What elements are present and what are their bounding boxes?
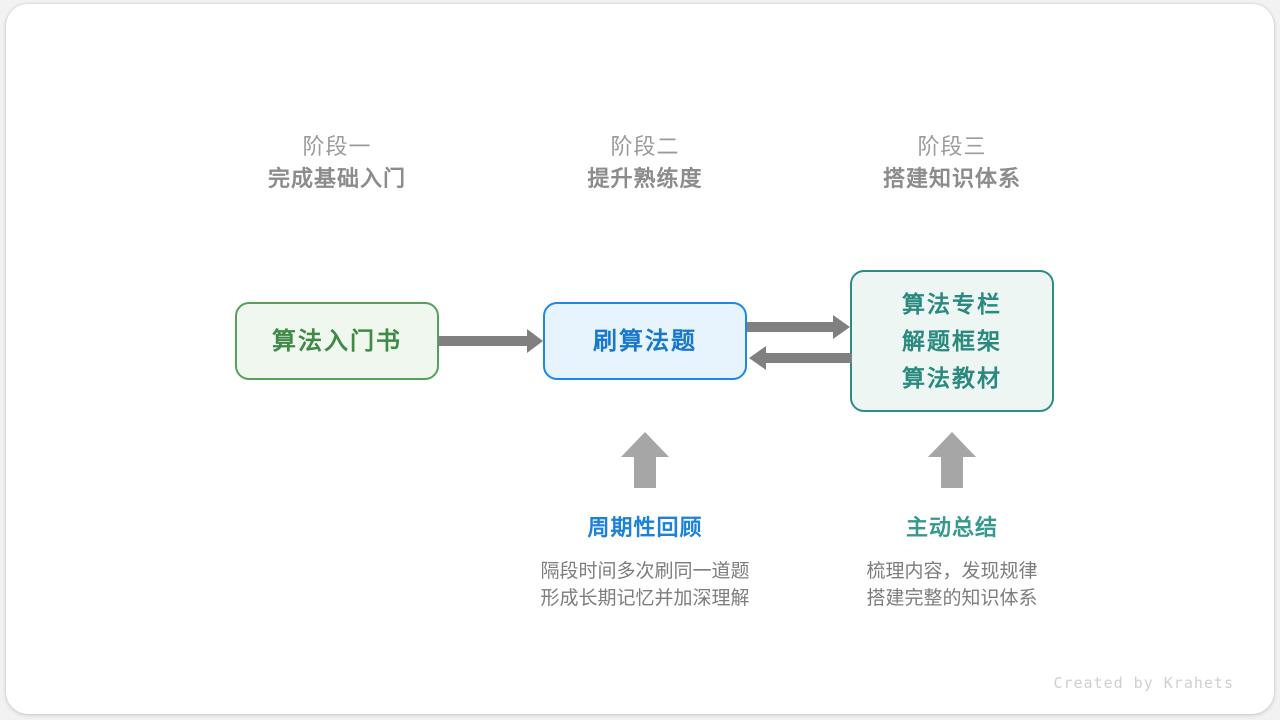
node-line: 算法入门书 — [272, 327, 402, 355]
arrow-practice-to-system-icon — [747, 315, 850, 339]
stage-phase-label: 阶段三 — [917, 134, 987, 159]
arrow-review-up-icon — [621, 432, 669, 488]
node-line: 刷算法题 — [593, 327, 697, 355]
note-periodic-review: 周期性回顾 隔段时间多次刷同一道题 形成长期记忆并加深理解 — [495, 512, 795, 612]
stage-title-label: 提升熟练度 — [587, 166, 703, 191]
node-line: 算法专栏 — [902, 290, 1002, 317]
note-body-line: 梳理内容，发现规律 — [866, 561, 1038, 582]
arrow-book-to-practice-icon — [439, 329, 543, 353]
note-body: 隔段时间多次刷同一道题 形成长期记忆并加深理解 — [495, 558, 795, 612]
stage-title-label: 搭建知识体系 — [882, 166, 1021, 191]
stage-column-2: 阶段二 提升熟练度 — [545, 132, 745, 196]
stage-phase-label: 阶段一 — [302, 134, 372, 159]
watermark-credit: Created by Krahets — [1053, 674, 1234, 692]
node-line: 解题框架 — [902, 327, 1002, 354]
stage-column-3: 阶段三 搭建知识体系 — [852, 132, 1052, 196]
arrow-system-to-practice-icon — [749, 346, 852, 370]
stage-phase-label: 阶段二 — [610, 134, 680, 159]
note-title: 主动总结 — [905, 515, 998, 540]
node-line: 算法教材 — [902, 364, 1002, 391]
note-title: 周期性回顾 — [587, 515, 703, 540]
diagram-card: 阶段一 完成基础入门 阶段二 提升熟练度 阶段三 搭建知识体系 算法入门书 刷算… — [6, 4, 1274, 714]
note-body-line: 形成长期记忆并加深理解 — [540, 588, 750, 609]
note-body-line: 搭建完整的知识体系 — [866, 588, 1038, 609]
node-practice-problems[interactable]: 刷算法题 — [543, 302, 747, 380]
note-body-line: 隔段时间多次刷同一道题 — [540, 561, 750, 582]
node-knowledge-system[interactable]: 算法专栏 解题框架 算法教材 — [850, 270, 1054, 412]
note-active-summary: 主动总结 梳理内容，发现规律 搭建完整的知识体系 — [802, 512, 1102, 612]
stage-title-label: 完成基础入门 — [267, 166, 406, 191]
node-algorithm-intro-book[interactable]: 算法入门书 — [235, 302, 439, 380]
arrow-summary-up-icon — [928, 432, 976, 488]
stage-column-1: 阶段一 完成基础入门 — [237, 132, 437, 196]
note-body: 梳理内容，发现规律 搭建完整的知识体系 — [802, 558, 1102, 612]
